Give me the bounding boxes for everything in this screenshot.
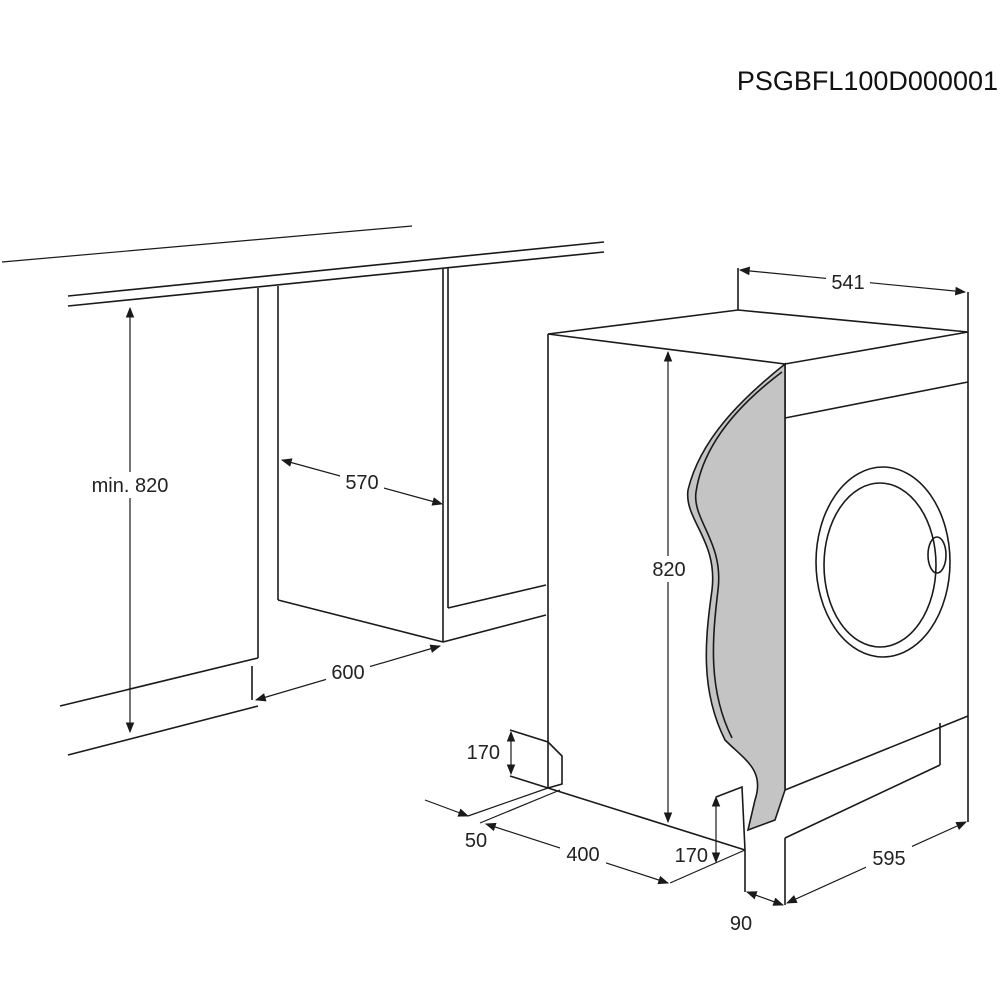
furniture-door-panel xyxy=(686,362,786,832)
porthole-door-inner xyxy=(823,482,937,648)
dim-50: 50 xyxy=(465,830,487,852)
dim-90: 90 xyxy=(730,913,752,935)
dim-595: 595 xyxy=(872,848,905,870)
dim-820: 820 xyxy=(652,559,685,581)
dim-min-820: min. 820 xyxy=(92,475,169,497)
porthole-door-outer xyxy=(815,466,951,658)
dim-541: 541 xyxy=(831,272,864,294)
dim-170-door: 170 xyxy=(675,845,708,867)
door-handle xyxy=(927,536,947,574)
dim-570: 570 xyxy=(345,472,378,494)
document-code: PSGBFL100D000001 xyxy=(737,66,998,96)
dim-170-plinth: 170 xyxy=(467,742,500,764)
dim-600: 600 xyxy=(331,662,364,684)
dim-400: 400 xyxy=(566,844,599,866)
kitchen-niche xyxy=(1,225,605,756)
washing-machine xyxy=(467,268,969,905)
